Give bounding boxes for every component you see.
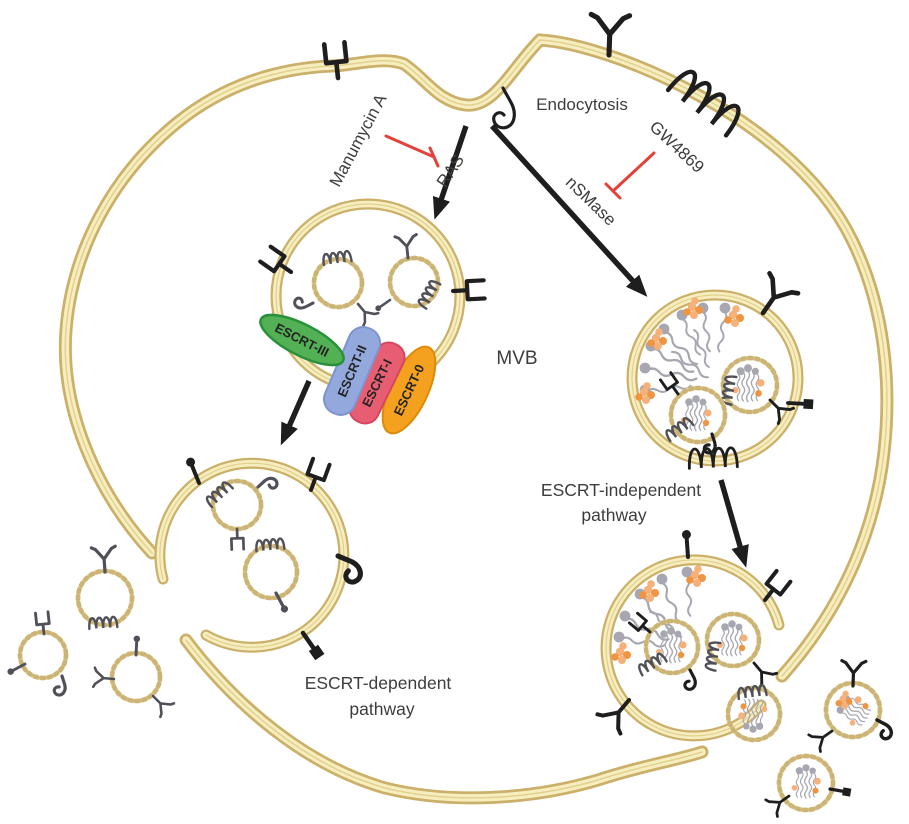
- nsmase-label: nSMase: [562, 173, 620, 230]
- ilv-right-mvb-1: [719, 355, 795, 425]
- vesicle-ring: [242, 543, 300, 601]
- vesicle-ring: [643, 618, 701, 676]
- exosome-left-2: [4, 610, 72, 699]
- ilv-bottom-right-mvb-1: [627, 611, 702, 694]
- ilv-right-mvb-2: [659, 371, 728, 457]
- square-pin-receptor-icon: [298, 630, 324, 661]
- lipid-head-icon: [656, 573, 668, 585]
- mvb-fusing-right: [606, 560, 779, 736]
- lipid-head-icon: [639, 362, 651, 374]
- inhibition-bar: [604, 182, 622, 200]
- lipid-head-icon: [681, 566, 693, 578]
- inhibitor-gw4869: [604, 151, 656, 200]
- hook-receptor-icon: [47, 674, 72, 699]
- exosome-right-3: [764, 753, 853, 818]
- vesicle-ring: [776, 753, 836, 813]
- gw4869-label: GW4869: [646, 117, 708, 177]
- exosome-right-2: [807, 658, 896, 753]
- mvb-label: MVB: [496, 348, 537, 369]
- escrt-dependent-label-line1: ESCRT-dependent: [305, 673, 452, 693]
- vesicle-ring: [109, 650, 163, 704]
- pin-receptor-icon: [679, 527, 695, 560]
- vesicle-ring: [311, 256, 365, 310]
- lipid-tail-icon: [669, 349, 711, 381]
- fork-receptor-icon: [324, 42, 348, 79]
- exosome-left-3: [91, 633, 176, 719]
- vesicle-ring: [720, 355, 780, 415]
- lipid-tail-icon: [619, 635, 666, 649]
- lipid-head-icon: [619, 610, 631, 622]
- inhibition-line: [611, 151, 656, 193]
- membrane-bottom-inner-fill: [186, 640, 702, 798]
- lipid-tail-icon: [700, 310, 713, 353]
- lipid-cargo: [831, 688, 875, 730]
- coil-protein-icon: [668, 67, 744, 135]
- coil-protein-icon: [203, 479, 234, 509]
- lipid-head-icon: [719, 302, 731, 314]
- y-receptor-icon: [89, 544, 119, 575]
- exosome-right-1: [725, 683, 783, 743]
- inhibition-bar: [428, 146, 440, 168]
- hook-receptor-icon: [291, 290, 315, 315]
- ras-arrow: [432, 125, 469, 220]
- inhibition-line: [384, 134, 436, 159]
- inhibitor-manumycin: [384, 134, 440, 168]
- lipid-cargo: [656, 627, 687, 663]
- ceramide-cluster-icon: [835, 690, 853, 710]
- y-receptor-icon: [393, 233, 421, 261]
- lipid-head-icon: [613, 631, 625, 643]
- pin-receptor-icon: [372, 296, 393, 314]
- exosome-left-1: [75, 544, 135, 631]
- nsmase-arrow: [490, 124, 648, 297]
- plasma-membrane: [65, 40, 887, 798]
- pathway-arrows: [280, 124, 749, 568]
- escrt-independent-arrow: [718, 479, 749, 568]
- lipid-cargo: [732, 364, 764, 401]
- escrt-complex: ESCRT-0 ESCRT-I ESCRT-II ESCRT-III: [259, 313, 437, 435]
- escrt-independent-label-line2: pathway: [581, 505, 646, 525]
- fork-receptor-icon: [627, 611, 656, 639]
- ilv-bottom-right-mvb-2: [703, 611, 779, 689]
- fork-receptor-icon: [229, 527, 246, 551]
- vesicle-ring: [704, 611, 762, 669]
- vesicle-ring: [17, 629, 69, 681]
- ilv-bottom-left-mvb-1: [203, 472, 281, 551]
- ilv-left-mvb-1: [291, 249, 380, 327]
- escrt-dependent-label-line2: pathway: [349, 699, 414, 719]
- lipid-cargo: [792, 764, 821, 798]
- ilv-bottom-left-mvb-2: [242, 537, 300, 616]
- endocytic-hook-icon: [492, 86, 516, 130]
- escrt-iii-shape: [259, 313, 345, 367]
- lipid-cargo: [717, 620, 748, 656]
- membrane-inner-fill: [65, 40, 887, 676]
- endocytosis-label: Endocytosis: [536, 95, 628, 114]
- plasma-membrane-proteins: [324, 14, 744, 135]
- coil-protein-icon: [663, 415, 695, 443]
- ilv-left-mvb-2: [372, 233, 442, 314]
- vesicle-ring: [668, 385, 728, 445]
- escrt-independent-label-line1: ESCRT-independent: [541, 480, 701, 500]
- ceramide-cluster-icon: [611, 642, 631, 664]
- ras-label: RAS: [433, 151, 468, 191]
- manumycin-a-label: Manumycin A: [326, 90, 391, 190]
- vesicle-ring: [823, 680, 883, 740]
- hook-receptor-icon: [256, 472, 281, 497]
- escrt-iii-complex: ESCRT-III: [259, 313, 345, 367]
- escrt-dependent-arrow: [280, 379, 312, 446]
